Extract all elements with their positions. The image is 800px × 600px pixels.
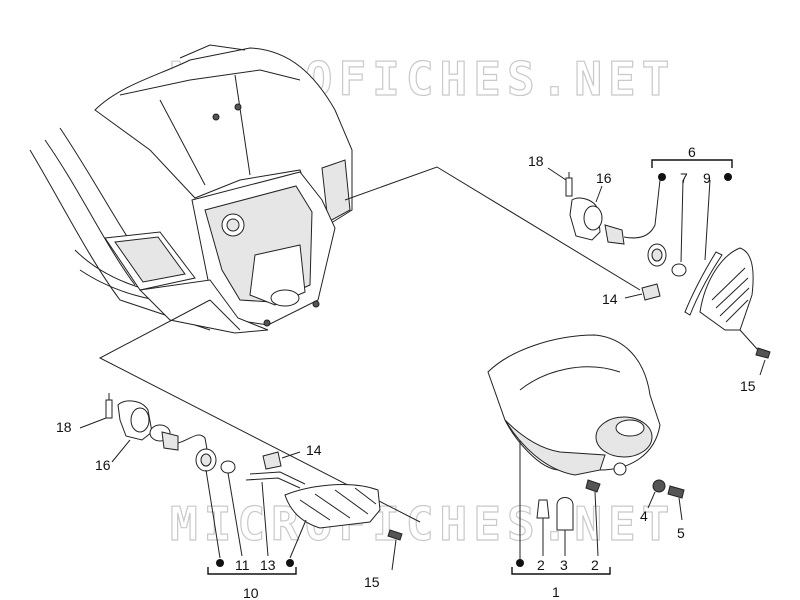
callout-18-top: 18 [528, 153, 544, 169]
rear-reflector-group-left [79, 393, 403, 575]
callout-7: 7 [680, 170, 688, 186]
watermark-bottom: MICROFICHES.NET [170, 497, 675, 551]
rear-reflector-group-right [547, 159, 771, 376]
callout-4: 4 [640, 508, 648, 524]
callout-5: 5 [677, 525, 685, 541]
callout-6: 6 [688, 144, 696, 160]
callout-14-top: 14 [602, 291, 618, 307]
callout-dot [658, 173, 666, 181]
callout-16-left: 16 [95, 457, 111, 473]
callout-15-left: 15 [364, 574, 380, 590]
callout-dot [516, 559, 524, 567]
callout-3: 3 [560, 557, 568, 573]
callout-15-top: 15 [740, 378, 756, 394]
callout-1: 1 [552, 584, 560, 600]
callout-16-top: 16 [596, 170, 612, 186]
callout-11: 11 [235, 557, 250, 573]
callout-13: 13 [260, 557, 276, 573]
tail-lamp-group [487, 334, 685, 575]
callout-10: 10 [243, 585, 259, 600]
front-body-assembly [29, 44, 353, 334]
callout-2-left: 2 [537, 557, 545, 573]
callout-dot [724, 173, 732, 181]
callout-2-right: 2 [591, 557, 599, 573]
assembly-line-right [344, 166, 641, 291]
callout-dot [216, 559, 224, 567]
callout-14-left: 14 [306, 442, 322, 458]
callout-9: 9 [703, 170, 711, 186]
callout-dot [286, 559, 294, 567]
assembly-line-left [98, 299, 421, 523]
callout-18-left: 18 [56, 419, 72, 435]
